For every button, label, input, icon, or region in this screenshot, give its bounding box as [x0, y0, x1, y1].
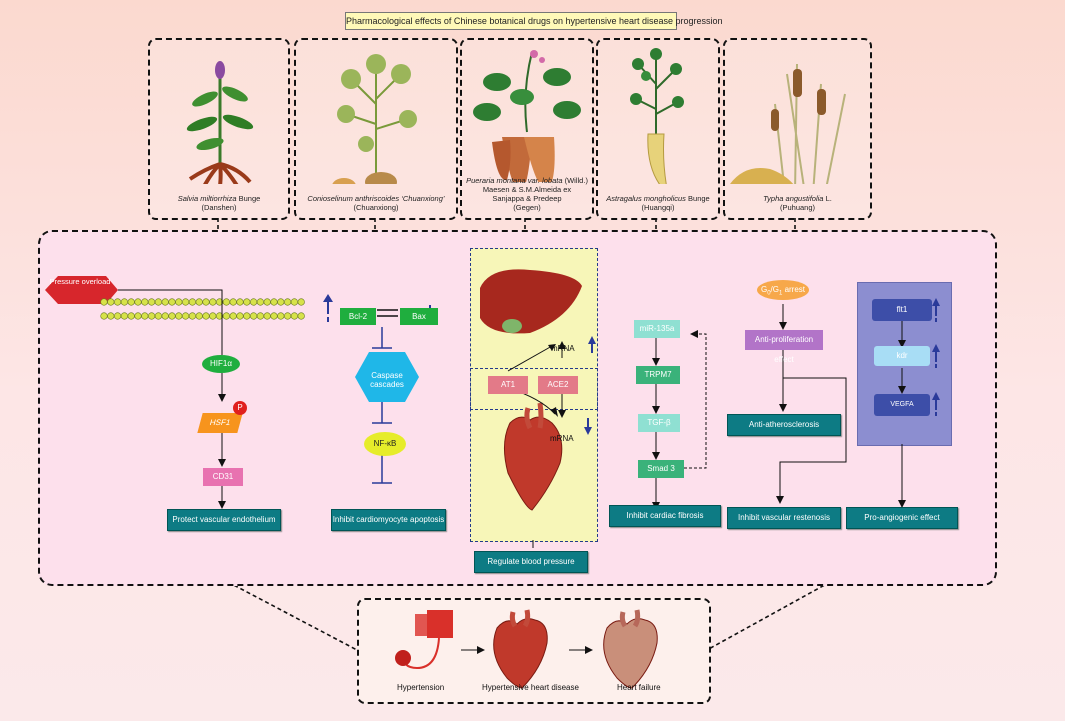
stage-hypertensive-heart-disease: Hypertensive heart disease	[482, 683, 579, 692]
raas-receptor-band	[470, 368, 598, 410]
kdr-node: kdr	[874, 346, 930, 366]
trpm7-node: TRPM7	[636, 366, 680, 384]
tgfb-node: TGF-β	[638, 414, 680, 432]
mrna-up-label: mRNA	[551, 344, 575, 353]
plant-box-chuanxiong: Conioselinum anthriscoides ‘Chuanxiong’(…	[294, 38, 458, 220]
mir135a-node: miR-135a	[634, 320, 680, 338]
plant-caption-huangqi: Astragalus mongholicus Bunge(Huangqi)	[606, 194, 710, 212]
plant-caption-danshen: Salvia miltiorrhiza Bunge(Danshen)	[177, 194, 261, 212]
puhuang-plant-illustration	[730, 63, 846, 184]
danshen-plant-illustration	[186, 61, 254, 184]
effect-inhibit-fibrosis: Inhibit cardiac fibrosis	[609, 505, 721, 527]
plant-caption-chuanxiong: Conioselinum anthriscoides ‘Chuanxiong’(…	[307, 194, 445, 212]
plant-box-huangqi: Astragalus mongholicus Bunge(Huangqi)	[596, 38, 720, 220]
gegen-plant-illustration	[473, 50, 581, 182]
antiproliferation-node: Anti-proliferation effect	[745, 330, 823, 364]
vegfa-node: VEGFA	[874, 394, 930, 416]
plant-caption-gegen: Pueraria montana var. lobata (Willd.) Ma…	[466, 176, 588, 212]
diagram-title: Pharmacological effects of Chinese botan…	[345, 12, 723, 30]
proliferation-pathway-lines	[776, 304, 847, 504]
bax-node: Bax	[400, 308, 438, 325]
angiogenesis-lines	[898, 298, 940, 508]
fibrosis-pathway-lines	[652, 330, 707, 510]
effect-anti-atherosclerosis: Anti-atherosclerosis	[727, 414, 841, 436]
cell-cycle-arrest-node: G0/G1 arrest	[757, 280, 809, 300]
mrna-down-label: mRNA	[550, 434, 574, 443]
caspase-cascades-label: Caspase cascades	[370, 371, 404, 389]
membrane-illustration	[45, 276, 333, 509]
plant-box-puhuang: Typha angustifolia L.(Puhuang)	[723, 38, 872, 220]
nfkb-node: NF-κB	[364, 432, 406, 456]
liver-heart-illustration	[480, 269, 596, 548]
pressure-overload-label: Pressure overload	[49, 277, 111, 286]
huangqi-plant-illustration	[630, 48, 684, 184]
effect-pro-angiogenic: Pro-angiogenic effect	[846, 507, 958, 529]
hif1a-node: HIF1α	[202, 355, 240, 373]
caspase-hexagon	[355, 352, 419, 402]
effect-regulate-bp: Regulate blood pressure	[474, 551, 588, 573]
bcl2-node: Bcl-2	[340, 308, 376, 325]
phospho-badge: P	[233, 401, 247, 415]
smad3-node: Smad 3	[638, 460, 684, 478]
stage-heart-failure: Heart failure	[617, 683, 661, 692]
effect-inhibit-restenosis: Inhibit vascular restenosis	[727, 507, 841, 529]
hsf1-node: HSF1	[197, 413, 243, 433]
chuanxiong-plant-illustration	[332, 54, 417, 184]
ace2-node: ACE2	[538, 376, 578, 394]
effect-inhibit-apoptosis: Inhibit cardiomyocyte apoptosis	[331, 509, 446, 531]
plant-box-gegen: Pueraria montana var. lobata (Willd.) Ma…	[460, 38, 594, 220]
flt1-node: flt1	[872, 299, 932, 321]
plant-box-danshen: Salvia miltiorrhiza Bunge(Danshen)	[148, 38, 290, 220]
disease-progression-illustration	[395, 609, 658, 689]
effect-protect-endothelium: Protect vascular endothelium	[167, 509, 281, 531]
stage-hypertension: Hypertension	[397, 683, 445, 692]
at1-node: AT1	[488, 376, 528, 394]
plant-caption-puhuang: Typha angustifolia L.(Puhuang)	[763, 194, 832, 212]
cd31-node: CD31	[203, 468, 243, 486]
